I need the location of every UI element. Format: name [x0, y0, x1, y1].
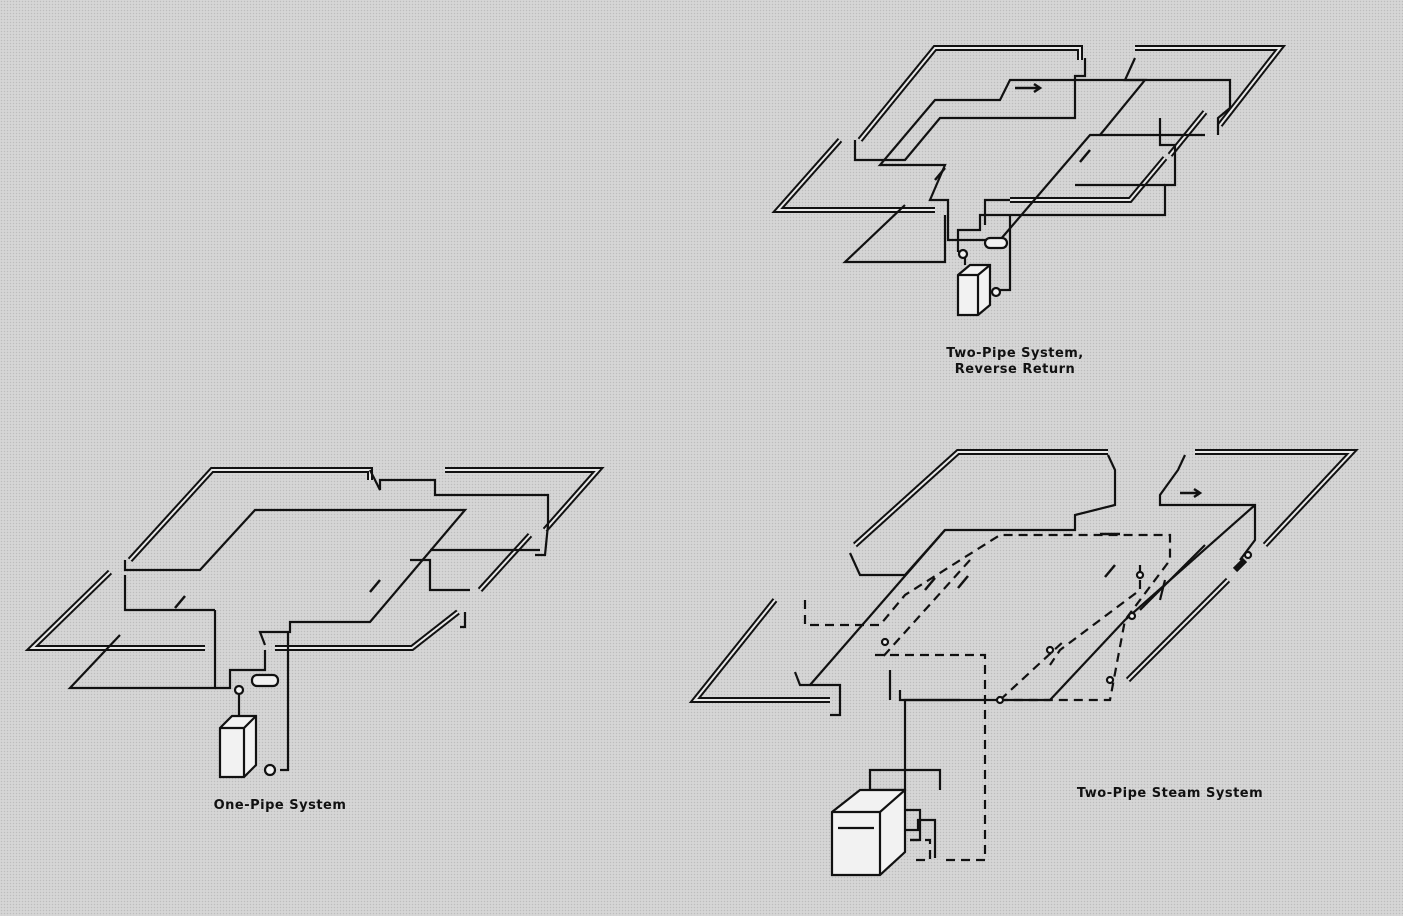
caption-two-pipe-reverse-return: Two-Pipe System, Reverse Return [935, 346, 1095, 378]
flow-arrows-steam [924, 487, 1203, 591]
piping-reverse-return [842, 57, 1232, 292]
radiators-one-pipe [24, 467, 605, 651]
caption-line-2: Reverse Return [954, 362, 1076, 377]
radiators-reverse-return [771, 45, 1287, 213]
return-piping-steam [803, 533, 1172, 862]
traps-valves-steam [880, 550, 1253, 705]
caption-one-pipe: One-Pipe System [213, 798, 347, 813]
radiators-steam [688, 449, 1359, 703]
flow-arrows-reverse-return [934, 82, 1091, 181]
flow-arrows-one-pipe [174, 579, 381, 609]
boiler-steam [830, 788, 937, 877]
caption-line-1: Two-Pipe System, [946, 346, 1084, 361]
boiler-one-pipe [218, 673, 280, 779]
boiler-reverse-return [956, 236, 1009, 317]
caption-two-pipe-steam: Two-Pipe Steam System [1076, 786, 1264, 801]
